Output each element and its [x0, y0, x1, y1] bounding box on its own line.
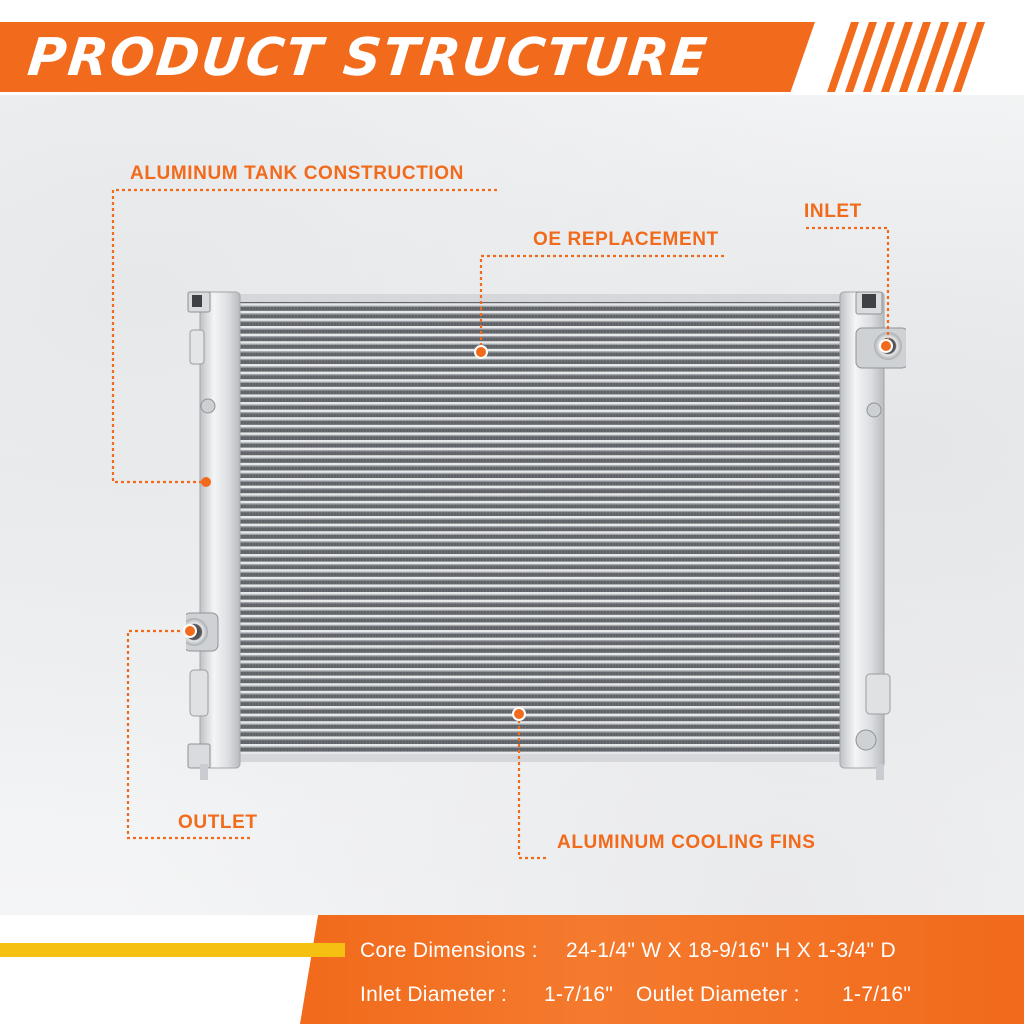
header-banner [0, 22, 815, 92]
footer-spec-panel [300, 915, 1024, 1024]
callout-oe-replacement: OE REPLACEMENT [533, 229, 719, 250]
header-stripes-decoration [827, 22, 985, 92]
spec-inlet-value: 1-7/16" [544, 983, 614, 1006]
spec-outlet-label: Outlet Diameter : [636, 983, 800, 1006]
radiator-image [186, 291, 906, 780]
footer-accent-stripe [0, 943, 345, 957]
spec-core-label: Core Dimensions : [360, 939, 538, 962]
page-title: PRODUCT STRUCTURE [24, 28, 712, 88]
spec-core-value: 24-1/4" W X 18-9/16" H X 1-3/4" D [566, 939, 896, 962]
callout-aluminum-tank: ALUMINUM TANK CONSTRUCTION [130, 163, 464, 184]
callout-inlet: INLET [804, 201, 862, 222]
spec-inlet-label: Inlet Diameter : [360, 983, 508, 1006]
callout-cooling-fins: ALUMINUM COOLING FINS [557, 832, 816, 853]
spec-outlet-value: 1-7/16" [842, 983, 912, 1006]
callout-outlet: OUTLET [178, 812, 258, 833]
